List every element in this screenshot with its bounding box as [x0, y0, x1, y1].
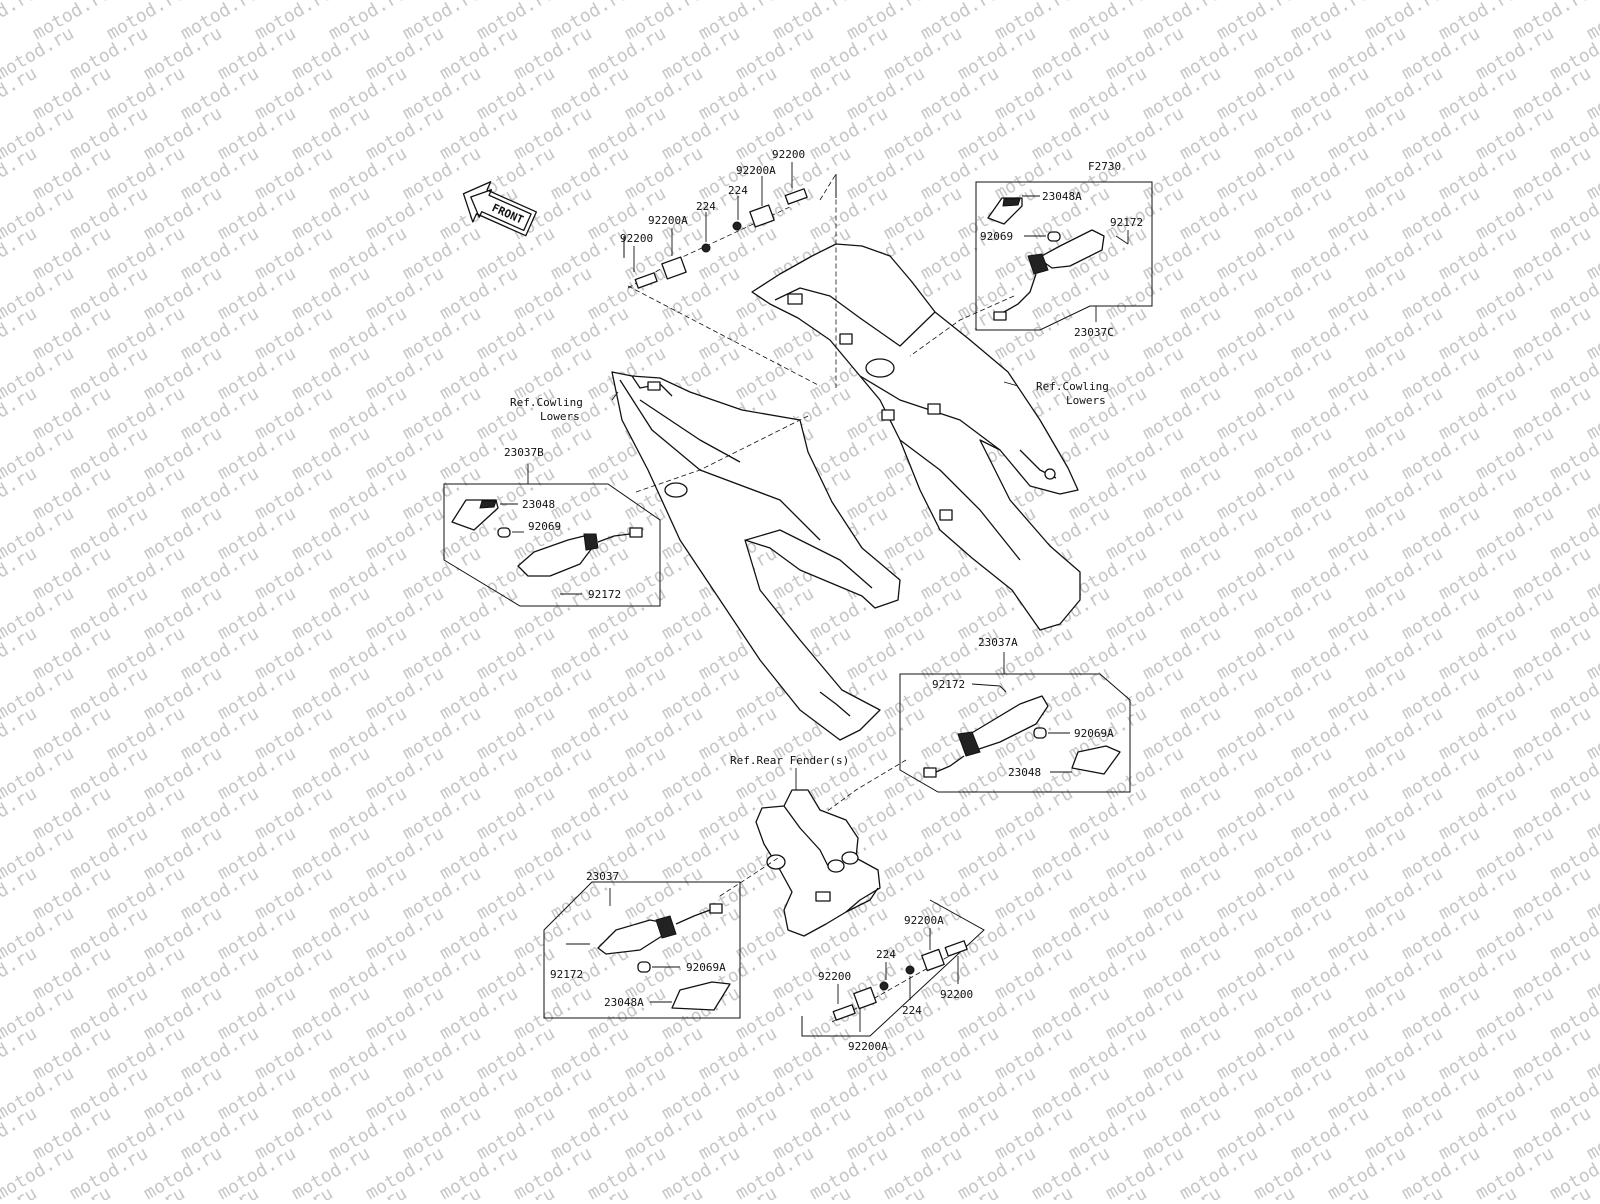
label-92172-a: 92172	[932, 678, 965, 691]
label-92069-c: 92069	[980, 230, 1013, 243]
label-92069a-a: 92069A	[1074, 727, 1114, 740]
label-224-top-right: 224	[728, 184, 748, 197]
label-23037: 23037	[586, 870, 619, 883]
ref-rear-fender: Ref.Rear Fender(s)	[730, 754, 849, 767]
label-92200-bottom-right: 92200	[940, 988, 973, 1001]
label-92200a-top-left: 92200A	[648, 214, 688, 227]
label-23048-b: 23048	[522, 498, 555, 511]
ref-cowling-right-line1: Ref.Cowling	[1036, 380, 1109, 393]
label-92172-base: 92172	[550, 968, 583, 981]
label-23037a: 23037A	[978, 636, 1018, 649]
label-23048a-base: 23048A	[604, 996, 644, 1009]
nut-224-top-right	[732, 221, 742, 231]
label-23048a: 23048A	[1042, 190, 1082, 203]
label-92200a-top-right: 92200A	[736, 164, 776, 177]
label-92200a-bottom-right: 92200A	[904, 914, 944, 927]
label-23048-a: 23048	[1008, 766, 1041, 779]
bracket-92200a-bottom-right	[921, 948, 945, 972]
ref-cowling-right-line2: Lowers	[1066, 394, 1106, 407]
label-92069-b: 92069	[528, 520, 561, 533]
label-92172-c: 92172	[1110, 216, 1143, 229]
label-224-bottom-left: 224	[876, 948, 896, 961]
label-92200-top-left: 92200	[620, 232, 653, 245]
bulb-92069-b	[497, 527, 511, 538]
label-92200-bottom-left: 92200	[818, 970, 851, 983]
ref-cowling-left-line1: Ref.Cowling	[510, 396, 583, 409]
label-23037c: 23037C	[1074, 326, 1114, 339]
bulb-92069-c	[1047, 231, 1061, 242]
figure-code: F2730	[1088, 160, 1121, 173]
ref-cowling-left-line2: Lowers	[540, 410, 580, 423]
bulb-92069a-a	[1033, 727, 1047, 739]
label-92069a-base: 92069A	[686, 961, 726, 974]
label-224-top-left: 224	[696, 200, 716, 213]
bulb-92069a-base	[637, 961, 651, 973]
label-92200a-bottom-left: 92200A	[848, 1040, 888, 1053]
label-224-bottom-right: 224	[902, 1004, 922, 1017]
nut-224-bottom-right	[905, 965, 915, 975]
label-92200-top-right: 92200	[772, 148, 805, 161]
nut-224-top-left	[701, 243, 711, 253]
nut-224-bottom-left	[879, 981, 889, 991]
label-92172-b: 92172	[588, 588, 621, 601]
label-23037b: 23037B	[504, 446, 544, 459]
